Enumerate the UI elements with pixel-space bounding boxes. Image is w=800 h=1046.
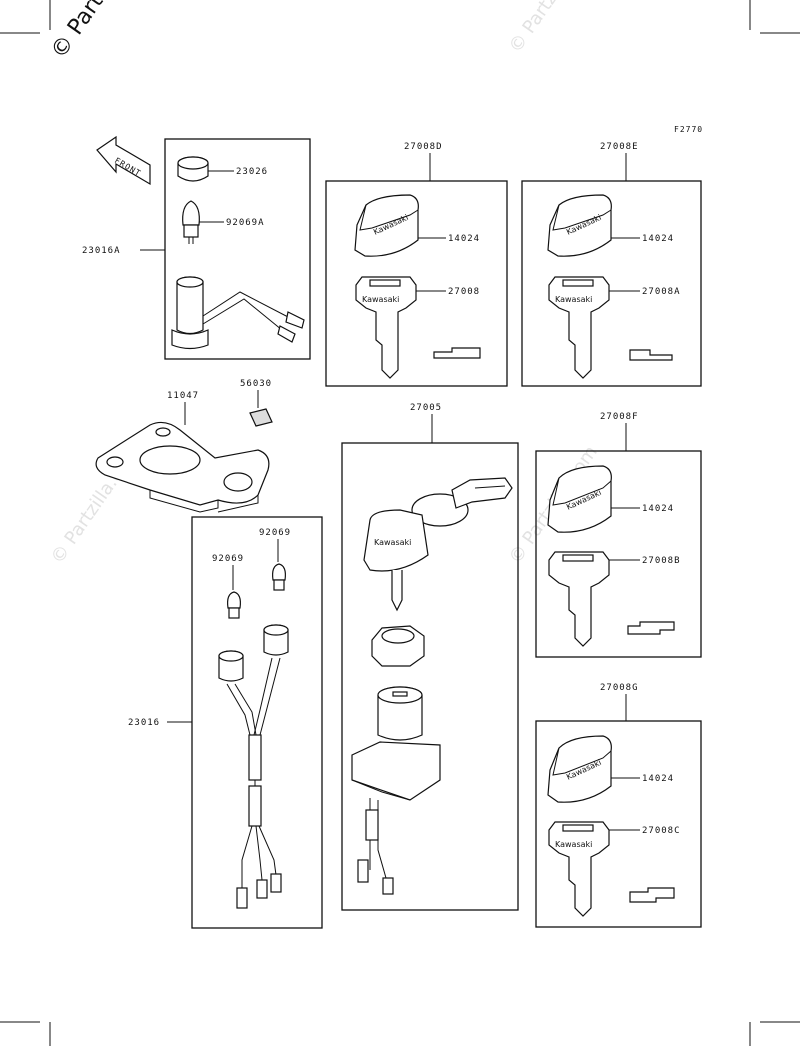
group-27005: 27005 Kawasaki bbox=[341, 403, 519, 911]
watermark-top-right: © Partzilla.com bbox=[505, 0, 602, 57]
label-92069a: 92069A bbox=[226, 218, 265, 228]
label-27008d: 27008D bbox=[404, 142, 443, 152]
group-27008g: 27008G Kawasaki 14024 Kawasaki 27008C bbox=[535, 683, 702, 928]
label-56030: 56030 bbox=[240, 379, 272, 389]
key-cap-14024-d: Kawasaki bbox=[354, 194, 419, 257]
label-27005: 27005 bbox=[410, 403, 442, 413]
key-profile-g bbox=[629, 887, 675, 903]
cap-23026 bbox=[177, 156, 209, 182]
key-cap-14024-e: Kawasaki bbox=[547, 194, 612, 257]
brand-key-e: Kawasaki bbox=[555, 295, 592, 304]
brand-key-d: Kawasaki bbox=[362, 295, 399, 304]
group-23016: 92069 92069 bbox=[128, 516, 323, 929]
label-11047: 11047 bbox=[167, 391, 199, 401]
label-27008f: 27008F bbox=[600, 412, 639, 422]
label-23026: 23026 bbox=[236, 167, 268, 177]
label-27008a: 27008A bbox=[642, 287, 681, 297]
key-profile-f bbox=[627, 621, 675, 635]
key-profile-d bbox=[433, 347, 481, 359]
ignition-key-assembly: Kawasaki bbox=[363, 477, 513, 612]
label-14024-g: 14024 bbox=[642, 774, 674, 784]
label-92069-right: 92069 bbox=[259, 528, 291, 538]
label-23016a: 23016A bbox=[82, 246, 121, 256]
key-profile-e bbox=[629, 349, 673, 361]
ignition-switch-body bbox=[351, 686, 441, 895]
group-23016a: 23026 92069A 23016A bbox=[82, 138, 311, 360]
label-27008c: 27008C bbox=[642, 826, 681, 836]
label-27008g: 27008G bbox=[600, 683, 639, 693]
key-cap-14024-f: Kawasaki bbox=[547, 465, 612, 533]
plate-11047: 11047 bbox=[95, 391, 270, 513]
label-14024-e: 14024 bbox=[642, 234, 674, 244]
harness-23016 bbox=[218, 624, 289, 909]
figure-code: F2770 bbox=[674, 125, 703, 134]
label-14024-f: 14024 bbox=[642, 504, 674, 514]
key-27008c: Kawasaki bbox=[548, 821, 610, 917]
front-arrow: FRONT bbox=[96, 135, 151, 186]
nut bbox=[371, 625, 425, 667]
watermark-main: © Partzilla.com bbox=[46, 0, 164, 63]
label-23016: 23016 bbox=[128, 718, 160, 728]
key-27008a: Kawasaki bbox=[548, 276, 610, 379]
label-27008e: 27008E bbox=[600, 142, 639, 152]
key-cap-14024-g: Kawasaki bbox=[547, 735, 612, 803]
group-27008e: 27008E Kawasaki 14024 Kawasaki 27008A bbox=[521, 142, 702, 387]
socket-23016a bbox=[171, 276, 305, 350]
group-27008f: 27008F Kawasaki 14024 27008B bbox=[535, 412, 702, 658]
label-27008: 27008 bbox=[448, 287, 480, 297]
bulb-92069-right bbox=[272, 563, 286, 591]
brand-ignition: Kawasaki bbox=[374, 538, 411, 547]
bulb-92069-left bbox=[227, 591, 241, 619]
bulb-92069a bbox=[182, 200, 200, 244]
brand-key-g: Kawasaki bbox=[555, 840, 592, 849]
key-27008: Kawasaki bbox=[355, 276, 417, 379]
label-27008b: 27008B bbox=[642, 556, 681, 566]
label-14024-d: 14024 bbox=[448, 234, 480, 244]
group-27008d: 27008D Kawasaki 14024 Kawasaki 27008 bbox=[325, 142, 508, 387]
pad-56030: 56030 bbox=[240, 379, 273, 427]
key-27008b bbox=[548, 551, 610, 647]
label-92069-left: 92069 bbox=[212, 554, 244, 564]
